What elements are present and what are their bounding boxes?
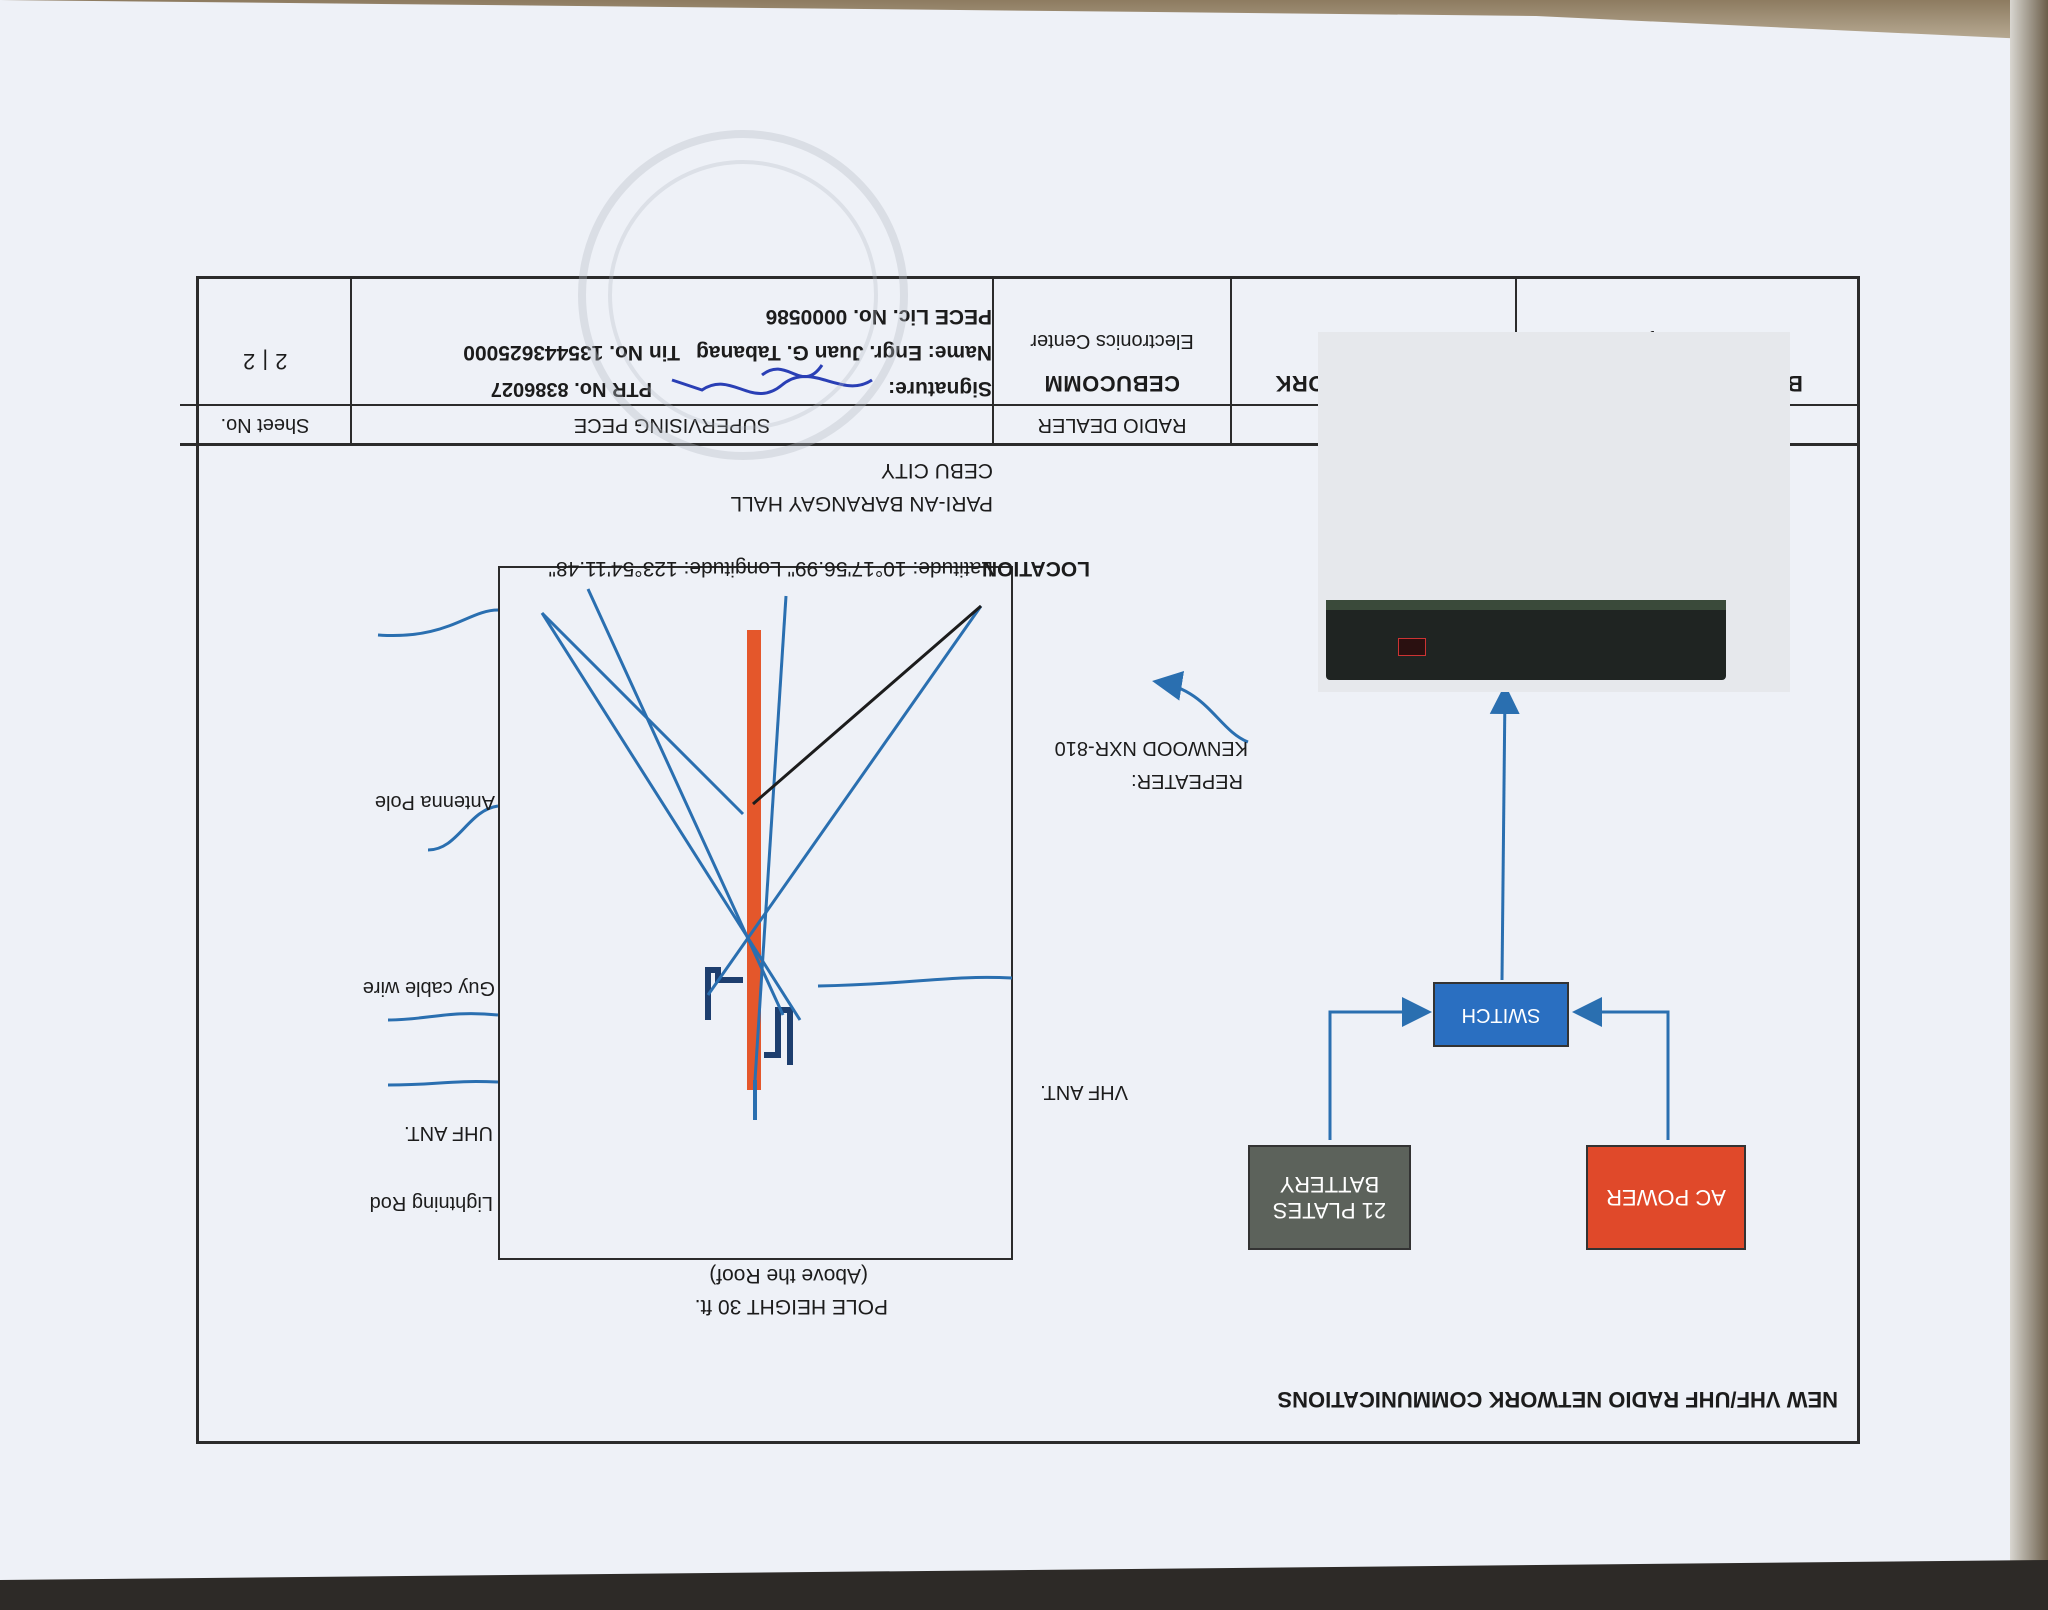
- uhf-ant-label: UHF ANT.: [404, 1122, 493, 1144]
- guy-wire-2: [753, 595, 788, 1081]
- switch-to-repeater-arrow: [1489, 684, 1520, 981]
- antenna-pole-label: Antenna Pole: [374, 791, 495, 813]
- location-site: PARI-AN BARANGAY HALL: [730, 492, 993, 515]
- battery-to-switch-arrow: [1328, 997, 1432, 1140]
- handwritten-signature: [671, 364, 873, 395]
- antenna-pole-mast: [747, 630, 761, 1090]
- guy-wire-5: [540, 611, 745, 816]
- guy-wire-1: [706, 605, 983, 996]
- location-city: CEBU CITY: [880, 459, 993, 482]
- location-label: LOCATION: [981, 557, 1090, 580]
- vhf-ant-label: VHF ANT.: [1040, 1081, 1128, 1103]
- pole-callout-line: [377, 608, 499, 638]
- lightning-rod-label: Lightning Rod: [369, 1192, 493, 1214]
- title-block: APPLICANT BARANGAY PARI-AN Cebu City TIT…: [180, 276, 1860, 444]
- vhf-antenna-bracket: [705, 967, 743, 1020]
- pole-height-label: POLE HEIGHT 30 ft.: [694, 1295, 888, 1318]
- repeater-pointer: [1152, 670, 1249, 744]
- guy-callout-line: [427, 804, 499, 852]
- pole-note-label: (Above the Roof): [709, 1264, 868, 1287]
- uhf-antenna-bracket: [764, 1007, 793, 1065]
- uhf-callout-line: [387, 1012, 499, 1022]
- guy-wire-black: [752, 604, 982, 806]
- guy-wire-4: [540, 612, 802, 1021]
- table-background-right: [2010, 0, 2048, 1610]
- location-coords: Latitude: 10°17'56.99" Longitude: 123°54…: [548, 557, 993, 580]
- ac-to-switch-arrow: [1572, 997, 1670, 1140]
- rod-callout-line: [387, 1080, 499, 1087]
- supervising-cell: SUPERVISING PECE Signature: PTR No. 8386…: [350, 276, 992, 444]
- guy-cable-label: Guy cable wire: [362, 977, 495, 999]
- vhf-callout-line: [817, 975, 1013, 988]
